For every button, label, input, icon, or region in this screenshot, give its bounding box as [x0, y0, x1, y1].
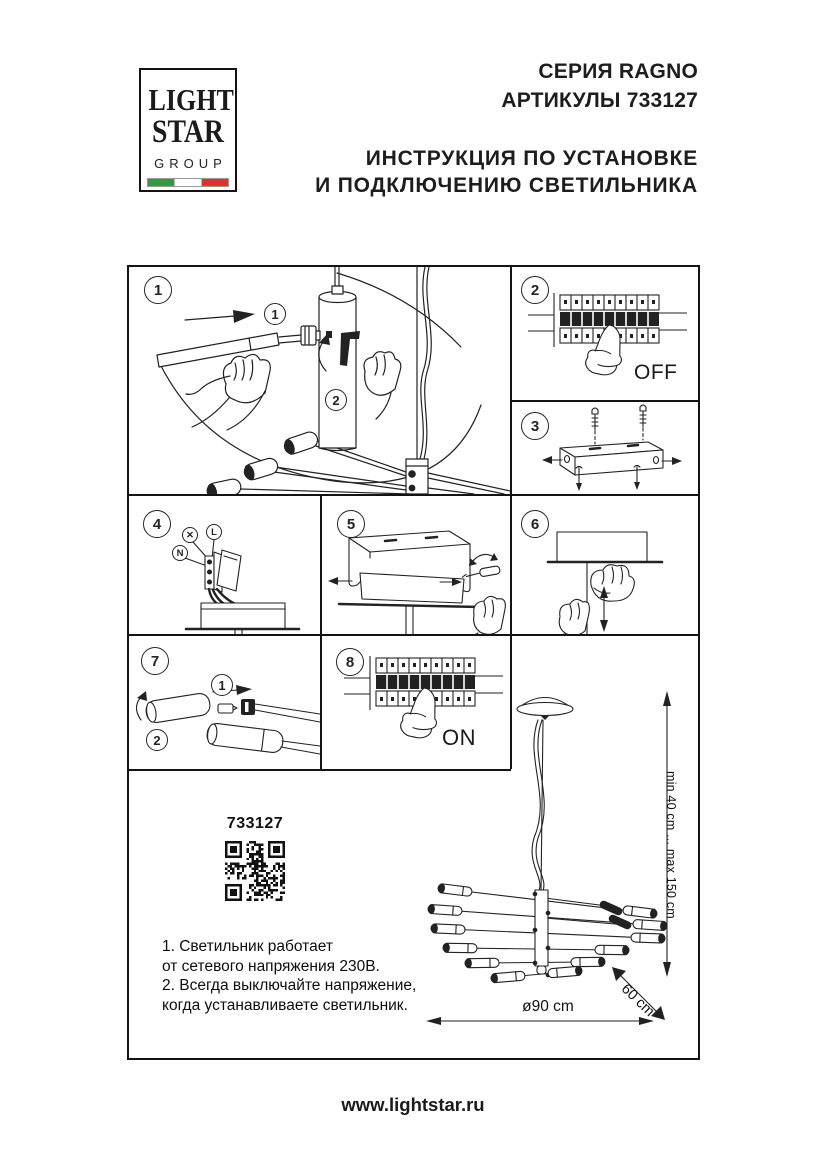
substep-1-2: 2	[325, 389, 347, 411]
substep-1-1: 1	[264, 303, 286, 325]
series-heading: СЕРИЯ RAGNO АРТИКУЛЫ 733127	[501, 57, 698, 115]
qr-code	[225, 841, 285, 901]
grid-line	[129, 494, 700, 496]
step-1-panel: 1 1 2	[129, 267, 510, 494]
italian-flag-stripe	[147, 178, 229, 187]
article-number-line: АРТИКУЛЫ 733127	[501, 89, 698, 112]
step-5-panel: 5	[322, 496, 510, 634]
note-line-2: от сетевого напряжения 230В.	[162, 957, 380, 975]
substep-7-1: 1	[211, 674, 233, 696]
step-number-6: 6	[521, 510, 549, 538]
step-4-panel: 4 ✕ L N	[129, 496, 320, 634]
step-number-3: 3	[521, 412, 549, 440]
series-name: СЕРИЯ RAGNO	[538, 60, 698, 83]
note-line-3: 2. Всегда выключайте напряжение,	[162, 977, 417, 994]
height-range-dimension: min 40 cm ... max 150 cm	[664, 771, 678, 919]
substep-7-2: 2	[146, 729, 168, 751]
earth-wire-label: ✕	[182, 527, 198, 543]
grid-line	[129, 769, 511, 771]
step-number-2: 2	[521, 276, 549, 304]
note-line-1: 1. Светильник работает	[162, 938, 333, 955]
step-number-1: 1	[144, 276, 172, 304]
neutral-wire-label: N	[172, 545, 188, 561]
logo-light: LIGHT	[148, 82, 234, 117]
on-label: ON	[442, 725, 476, 750]
off-label: OFF	[634, 361, 678, 384]
grid-line	[320, 494, 322, 769]
step-number-5: 5	[337, 510, 365, 538]
step-5-drawing-canopy-screws	[328, 530, 506, 634]
article-number: 733127	[226, 815, 284, 832]
step-7-drawing-lamp-tubes	[135, 685, 320, 755]
step-7-panel: 7 1 2	[129, 636, 320, 769]
step-3-panel: 3	[512, 402, 700, 494]
step-1-drawing-insert-arm	[156, 267, 510, 494]
step-2-panel: 2 OFF	[512, 267, 700, 400]
grid-line	[510, 400, 700, 402]
step-number-7: 7	[141, 647, 169, 675]
title-line-1: ИНСТРУКЦИЯ ПО УСТАНОВКЕ	[365, 147, 698, 170]
instruction-title: ИНСТРУКЦИЯ ПО УСТАНОВКЕ И ПОДКЛЮЧЕНИЮ СВ…	[315, 145, 698, 199]
step-6-drawing-cable-adjust	[546, 531, 664, 634]
step-number-4: 4	[143, 510, 171, 538]
chandelier-dimension-drawing	[426, 691, 671, 1025]
step-4-drawing-wiring	[184, 539, 301, 634]
step-3-drawing-bracket	[542, 404, 682, 491]
lightstar-logo: LIGHT STAR GROUP	[139, 68, 237, 192]
step-8-panel: 8 ON	[322, 636, 510, 769]
website-url: www.lightstar.ru	[341, 1094, 485, 1115]
flag-red	[202, 179, 228, 186]
note-line-4: когда устанавливаете светильник.	[162, 996, 408, 1014]
instruction-plate: 1 1 2 2 OFF	[127, 265, 700, 1060]
logo-group: GROUP	[154, 156, 227, 171]
logo-star: STAR	[152, 114, 224, 150]
title-line-2: И ПОДКЛЮЧЕНИЮ СВЕТИЛЬНИКА	[315, 174, 698, 197]
step-number-8: 8	[336, 648, 364, 676]
flag-white	[174, 179, 202, 186]
grid-line	[129, 634, 700, 636]
live-wire-label: L	[206, 524, 222, 540]
grid-line	[510, 267, 512, 769]
flag-green	[148, 179, 174, 186]
diameter-dimension: ø90 cm	[522, 998, 574, 1015]
safety-notes: 1. Светильник работает от сетевого напря…	[162, 937, 416, 1015]
step-6-panel: 6	[512, 496, 700, 634]
